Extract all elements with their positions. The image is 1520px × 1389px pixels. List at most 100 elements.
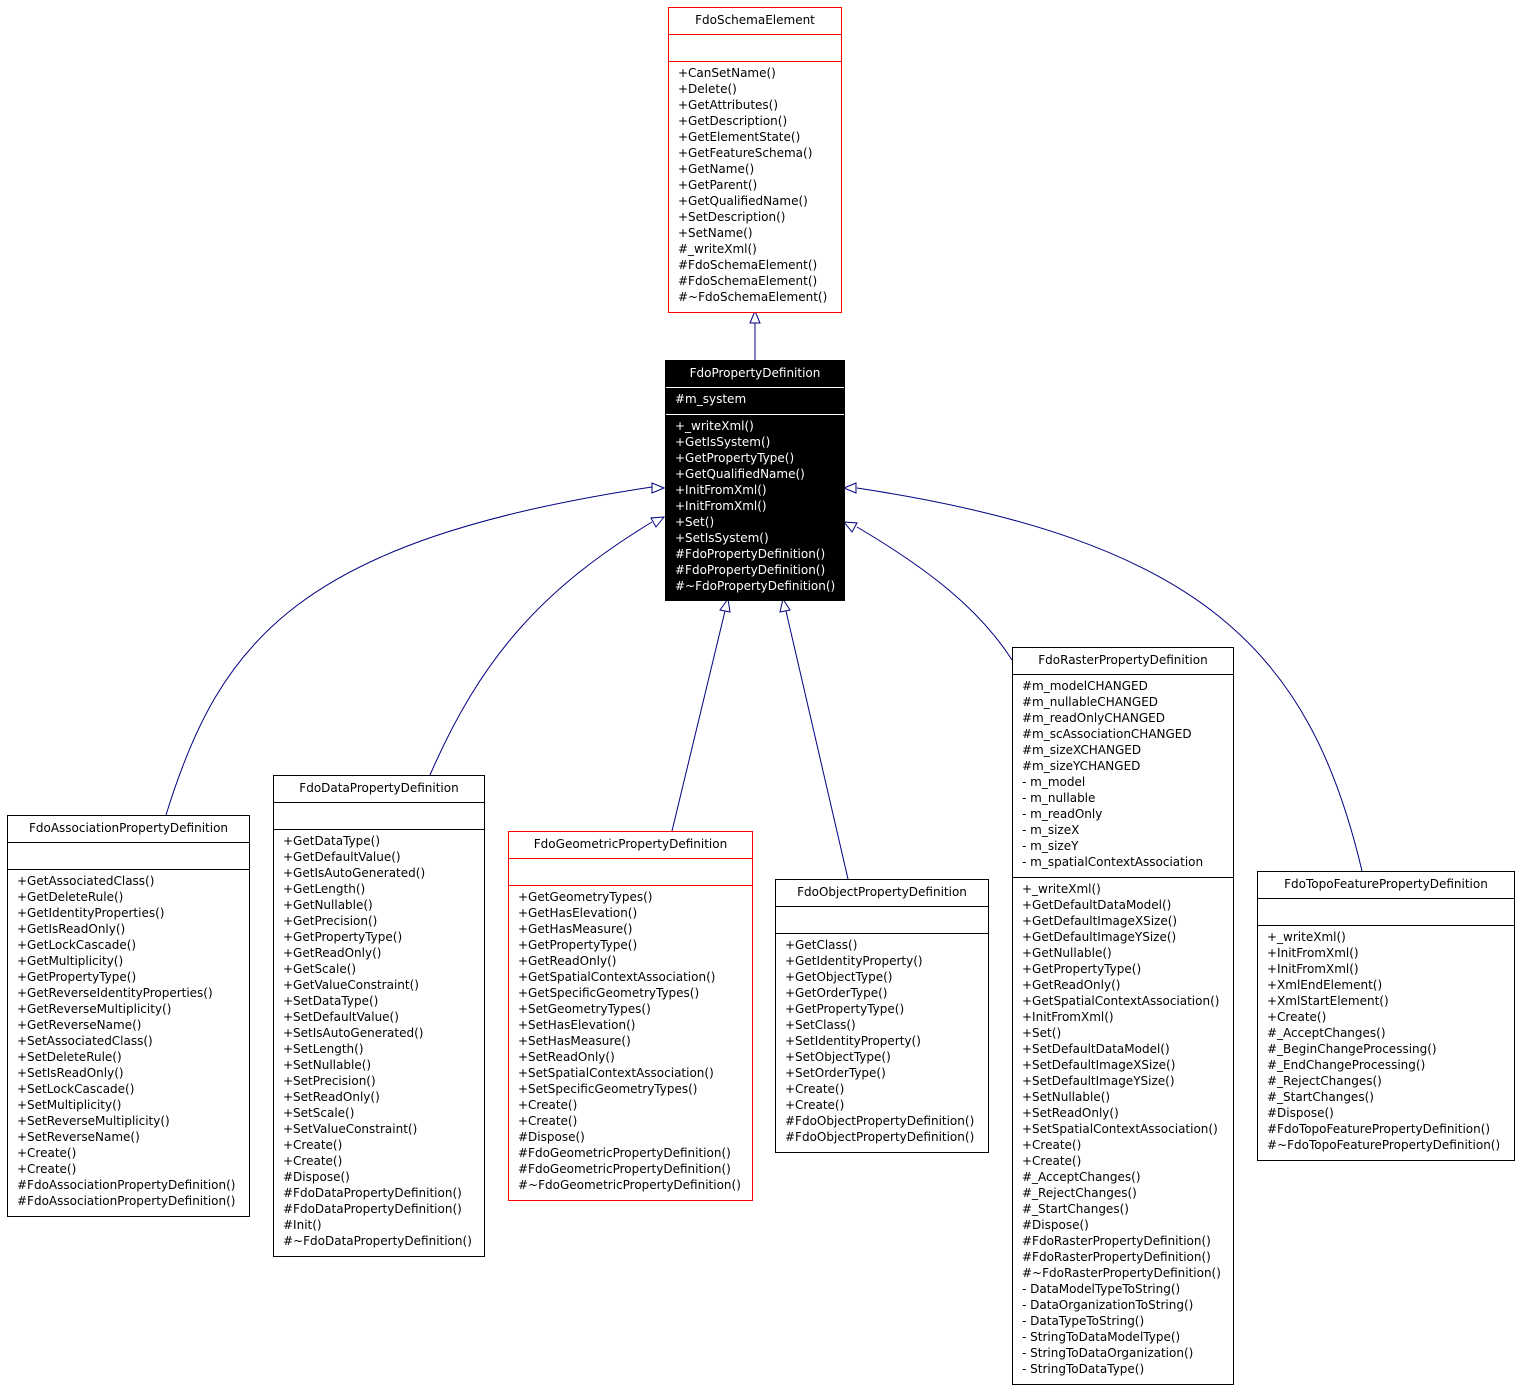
attribute-item: - m_sizeX: [1022, 823, 1080, 837]
method-item: #FdoDataPropertyDefinition(): [283, 1186, 462, 1200]
method-item: +Set(): [1022, 1026, 1062, 1040]
method-item: +SetDefaultImageYSize(): [1022, 1074, 1175, 1088]
method-item: +GetQualifiedName(): [675, 467, 805, 481]
method-item: +GetQualifiedName(): [678, 194, 808, 208]
method-item: +Create(): [17, 1146, 77, 1160]
method-item: #FdoTopoFeaturePropertyDefinition(): [1267, 1122, 1491, 1136]
method-item: +GetReadOnly(): [518, 954, 617, 968]
methods-section: +GetAssociatedClass()+GetDeleteRule()+Ge…: [8, 869, 249, 1216]
method-item: +GetSpecificGeometryTypes(): [518, 986, 700, 1000]
class-box-fdo-data-property-definition[interactable]: FdoDataPropertyDefinition +GetDataType()…: [273, 775, 485, 1257]
method-item: +SetDeleteRule(): [17, 1050, 122, 1064]
method-item: #_AcceptChanges(): [1022, 1170, 1141, 1184]
attribute-item: - m_spatialContextAssociation: [1022, 855, 1204, 869]
method-item: +SetLength(): [283, 1042, 364, 1056]
class-name: FdoRasterPropertyDefinition: [1038, 653, 1208, 667]
method-item: +GetNullable(): [283, 898, 373, 912]
method-item: +Delete(): [678, 82, 737, 96]
class-box-fdo-geometric-property-definition[interactable]: FdoGeometricPropertyDefinition +GetGeome…: [508, 831, 753, 1201]
attribute-item: #m_readOnlyCHANGED: [1022, 711, 1165, 725]
method-item: +SetIsSystem(): [675, 531, 769, 545]
class-box-fdo-raster-property-definition[interactable]: FdoRasterPropertyDefinition #m_modelCHAN…: [1012, 647, 1234, 1385]
attribute-item: #m_system: [675, 392, 747, 406]
method-item: +SetScale(): [283, 1106, 355, 1120]
method-item: +GetPropertyType(): [785, 1002, 905, 1016]
method-item: +SetHasMeasure(): [518, 1034, 631, 1048]
method-item: +GetDescription(): [678, 114, 788, 128]
method-item: +Set(): [675, 515, 715, 529]
method-item: - StringToDataType(): [1022, 1362, 1145, 1376]
inheritance-arrowhead: [719, 597, 731, 613]
method-item: +GetScale(): [283, 962, 357, 976]
class-name: FdoGeometricPropertyDefinition: [533, 837, 728, 851]
attribute-item: #m_nullableCHANGED: [1022, 695, 1159, 709]
method-item: +GetDefaultImageYSize(): [1022, 930, 1177, 944]
method-item: +GetDeleteRule(): [17, 890, 124, 904]
method-item: +CanSetName(): [678, 66, 776, 80]
method-item: #_AcceptChanges(): [1267, 1026, 1386, 1040]
method-item: +GetPropertyType(): [1022, 962, 1142, 976]
inheritance-arrowhead: [650, 516, 666, 528]
method-item: +SetName(): [678, 226, 753, 240]
edge-geometric-to-property: [671, 610, 726, 832]
inheritance-arrowhead: [749, 309, 761, 324]
method-item: +SetHasElevation(): [518, 1018, 636, 1032]
method-item: +GetReverseIdentityProperties(): [17, 986, 213, 1000]
method-item: #FdoPropertyDefinition(): [675, 563, 826, 577]
method-item: #FdoRasterPropertyDefinition(): [1022, 1250, 1211, 1264]
method-item: +GetIdentityProperty(): [785, 954, 923, 968]
method-item: #FdoAssociationPropertyDefinition(): [17, 1194, 236, 1208]
class-box-fdo-object-property-definition[interactable]: FdoObjectPropertyDefinition +GetClass() +…: [775, 879, 989, 1153]
method-item: - DataModelTypeToString(): [1022, 1282, 1181, 1296]
class-name: FdoObjectPropertyDefinition: [797, 885, 967, 899]
class-box-fdo-association-property-definition[interactable]: FdoAssociationPropertyDefinition +GetAss…: [7, 815, 250, 1217]
method-item: - StringToDataModelType(): [1022, 1330, 1181, 1344]
method-item: +GetClass(): [785, 938, 858, 952]
class-box-fdo-property-definition[interactable]: FdoPropertyDefinition #m_system +_writeX…: [665, 360, 845, 601]
method-item: +GetPropertyType(): [283, 930, 403, 944]
class-name: FdoAssociationPropertyDefinition: [28, 821, 229, 835]
method-item: +GetObjectType(): [785, 970, 893, 984]
method-item: #FdoGeometricPropertyDefinition(): [518, 1146, 731, 1160]
class-box-fdo-topo-feature-property-definition[interactable]: FdoTopoFeaturePropertyDefinition +_write…: [1257, 871, 1515, 1161]
method-item: +GetDefaultValue(): [283, 850, 401, 864]
methods-section: +CanSetName()+Delete()+GetAttributes()+G…: [669, 61, 841, 312]
method-item: +InitFromXml(): [1022, 1010, 1114, 1024]
method-item: #_BeginChangeProcessing(): [1267, 1042, 1437, 1056]
class-name: FdoDataPropertyDefinition: [299, 781, 459, 795]
method-item: #_StartChanges(): [1022, 1202, 1129, 1216]
method-item: +SetNullable(): [1022, 1090, 1111, 1104]
class-box-fdo-schema-element[interactable]: FdoSchemaElement +CanSetName()+Delete()+…: [668, 7, 842, 313]
method-item: +GetReadOnly(): [1022, 978, 1121, 992]
method-item: #Dispose(): [1022, 1218, 1089, 1232]
method-item: - DataTypeToString(): [1022, 1314, 1145, 1328]
method-item: +GetIsReadOnly(): [17, 922, 126, 936]
attributes-section: [8, 842, 249, 869]
method-item: +GetLength(): [283, 882, 366, 896]
method-item: +InitFromXml(): [1267, 962, 1359, 976]
method-item: #~FdoDataPropertyDefinition(): [283, 1234, 472, 1248]
edge-association-to-property: [165, 486, 653, 816]
attributes-section: [1258, 898, 1514, 925]
method-item: +GetHasMeasure(): [518, 922, 633, 936]
method-item: +GetIsAutoGenerated(): [283, 866, 426, 880]
method-item: #~FdoPropertyDefinition(): [675, 579, 836, 593]
method-item: #Init(): [283, 1218, 322, 1232]
method-item: +GetNullable(): [1022, 946, 1112, 960]
attribute-item: - m_sizeY: [1022, 839, 1079, 853]
method-item: #Dispose(): [283, 1170, 350, 1184]
edge-object-to-property: [785, 610, 849, 880]
method-item: +_writeXml(): [675, 419, 754, 433]
inheritance-arrowhead: [842, 482, 857, 494]
method-item: +SetIsAutoGenerated(): [283, 1026, 424, 1040]
attributes-section: #m_system: [666, 387, 844, 414]
method-item: #FdoObjectPropertyDefinition(): [785, 1114, 975, 1128]
method-item: #~FdoSchemaElement(): [678, 290, 828, 304]
inheritance-arrowhead: [651, 482, 666, 494]
method-item: +Create(): [785, 1098, 845, 1112]
method-item: #FdoSchemaElement(): [678, 258, 818, 272]
method-item: +SetIsReadOnly(): [17, 1066, 124, 1080]
method-item: +GetIdentityProperties(): [17, 906, 165, 920]
attributes-section: [776, 906, 988, 933]
method-item: +_writeXml(): [1022, 882, 1101, 896]
